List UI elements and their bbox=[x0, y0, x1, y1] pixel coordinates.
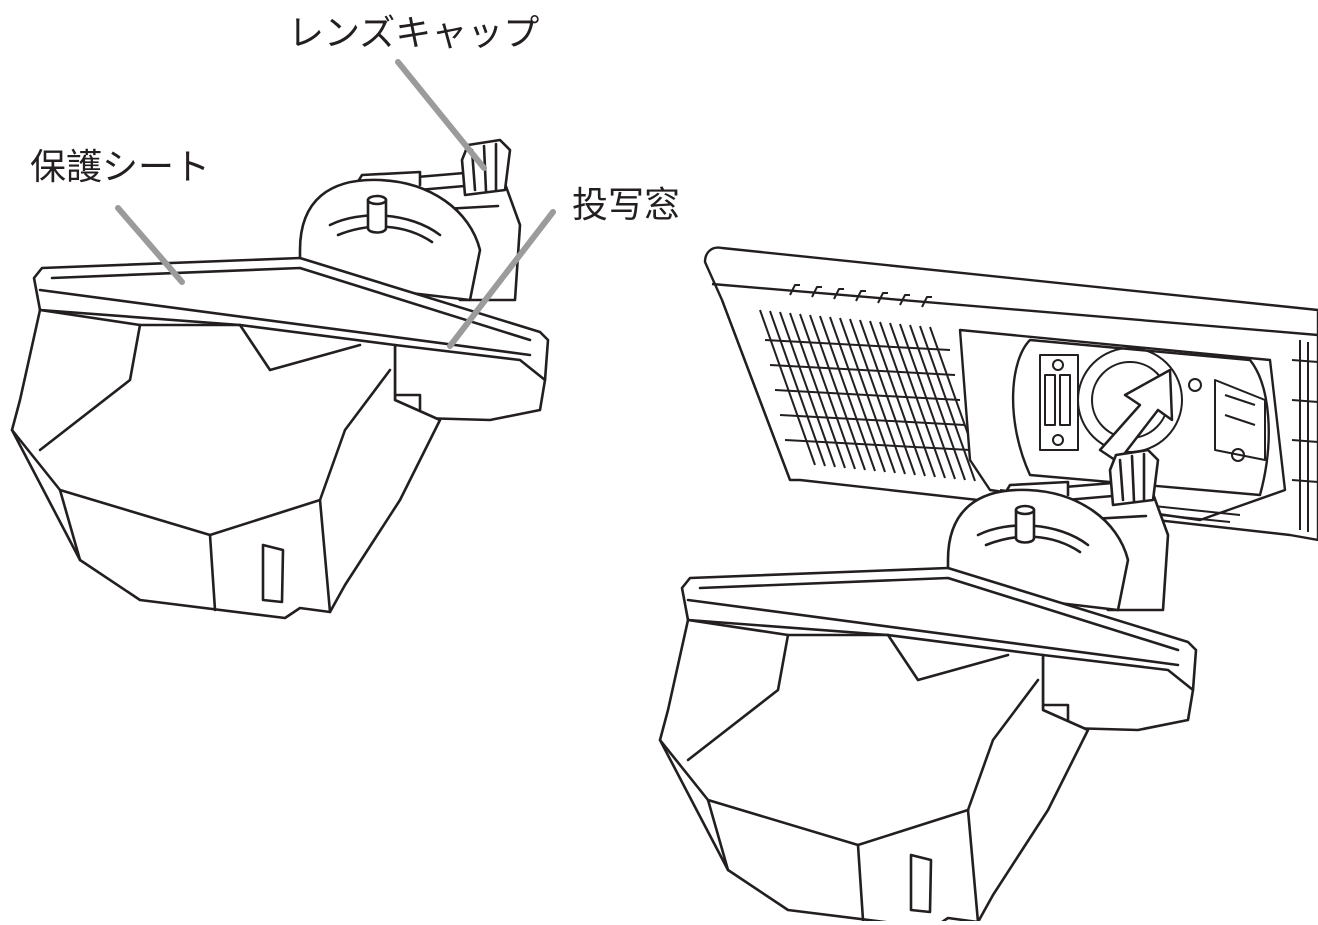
protective-sheet-leader-line bbox=[115, 205, 185, 285]
lens-cap-leader-line bbox=[395, 59, 487, 171]
projection-window-leader-line bbox=[447, 209, 556, 349]
projector-body bbox=[703, 246, 1318, 542]
lens-unit-installing bbox=[658, 448, 1198, 925]
protective-sheet-label: 保護シート bbox=[30, 147, 211, 188]
vent-tabs bbox=[789, 284, 932, 308]
lens-cap-label: レンズキャップ bbox=[288, 13, 540, 54]
lens-unit-with-cap bbox=[10, 138, 550, 620]
projection-window-label: 投写窓 bbox=[572, 185, 681, 226]
